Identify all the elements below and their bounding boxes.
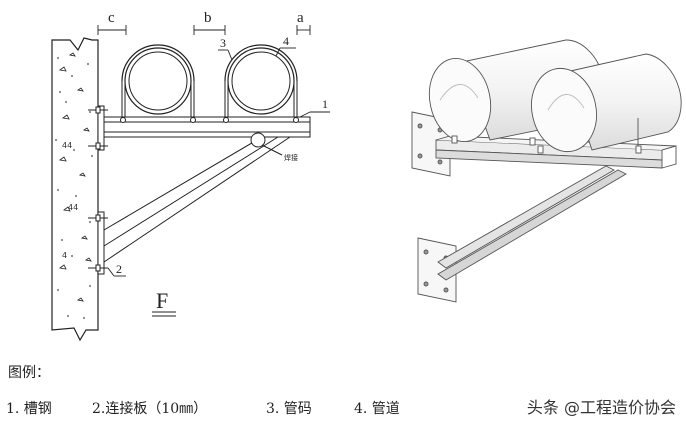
iso-clamp-bolts xyxy=(451,118,642,154)
dim-label-a: a xyxy=(297,10,304,26)
svg-text:44: 44 xyxy=(68,203,78,212)
callout-4: 4 xyxy=(283,34,289,48)
legend-title: 图例： xyxy=(8,365,50,381)
dimension-lines xyxy=(97,25,311,35)
iso-plate-bottom xyxy=(417,237,457,303)
callout-leaders xyxy=(107,47,330,277)
svg-text:4: 4 xyxy=(62,251,67,260)
dim-label-b: b xyxy=(204,10,212,26)
legend-item-channel-steel: 1. 槽钢 xyxy=(6,401,52,417)
legend-item-pipe-clamp: 3. 管码 xyxy=(266,401,312,417)
callout-2: 2 xyxy=(116,262,122,276)
pipe-left xyxy=(120,44,196,123)
watermark: 头条 @工程造价协会 xyxy=(526,398,676,417)
dim-label-c: c xyxy=(108,10,115,26)
isometric-view xyxy=(411,39,682,303)
section-mark: F xyxy=(156,288,168,313)
svg-text:44: 44 xyxy=(62,141,72,150)
diagonal-brace xyxy=(103,136,291,264)
iso-diagonal-brace xyxy=(437,165,627,281)
legend-item-connection-plate: 2.连接板（10㎜） xyxy=(92,401,208,417)
callout-1: 1 xyxy=(322,97,328,111)
iso-pipe-right xyxy=(531,53,682,153)
pipe-right xyxy=(223,44,299,123)
weld-note: 焊接 xyxy=(284,153,298,162)
legend-item-pipe: 4. 管道 xyxy=(354,401,400,417)
weld-mark xyxy=(250,132,266,148)
callout-3: 3 xyxy=(220,36,226,50)
channel-steel-beam xyxy=(103,116,311,138)
anchor-bolts xyxy=(88,106,108,272)
